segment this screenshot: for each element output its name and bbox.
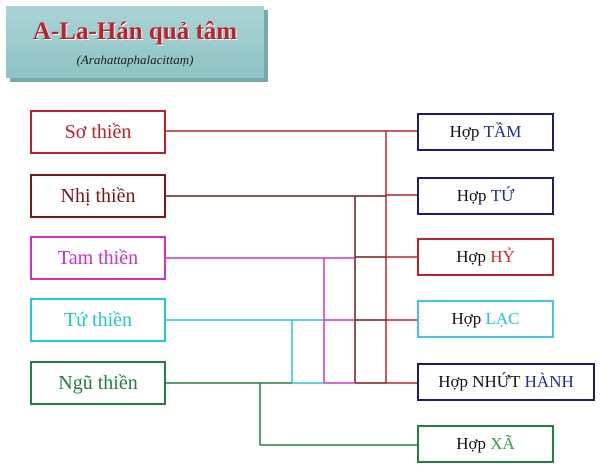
- label-tu-thien: Tứ thiền: [63, 308, 133, 331]
- connector-tu-thien: [166, 319, 324, 384]
- key-tu: TỨ: [490, 186, 515, 205]
- connector-ngu-thien: [166, 382, 417, 446]
- label-tam-thien: Tam thiền: [57, 246, 139, 269]
- page-title: A-La-Hán quả tâm: [32, 18, 238, 45]
- box-hop-xa: Hợp XÃ: [417, 425, 554, 463]
- prefix-hop-lac: Hợp: [451, 309, 482, 328]
- box-hop-tam: Hợp TẦM: [417, 113, 554, 151]
- box-nhi-thien: Nhị thiền: [30, 174, 166, 218]
- key-hanh: HÀNH: [524, 372, 574, 391]
- prefix-hop-nhut: Hợp NHỨT: [438, 372, 521, 391]
- box-ngu-thien: Ngũ thiền: [30, 361, 166, 405]
- prefix-hop-tu: Hợp: [456, 186, 487, 205]
- box-tu-thien: Tứ thiền: [30, 298, 166, 342]
- prefix-hop-xa: Hợp: [456, 434, 486, 453]
- title-banner: A-La-Hán quả tâm (Arahattaphalacittaṃ): [6, 6, 264, 78]
- key-lac: LẠC: [485, 309, 520, 328]
- prefix-hop-tam: Hợp: [449, 122, 480, 141]
- connector-nhi-thien: [166, 195, 386, 384]
- label-ngu-thien: Ngũ thiền: [58, 371, 138, 394]
- box-hop-hy: Hợp HỶ: [417, 238, 554, 276]
- label-so-thien: Sơ thiền: [64, 120, 132, 143]
- box-so-thien: Sơ thiền: [30, 110, 166, 154]
- key-xa: XÃ: [490, 434, 515, 453]
- box-hop-nhut-hanh: Hợp NHỨT HÀNH: [417, 363, 595, 401]
- key-hy: HỶ: [490, 247, 515, 266]
- box-hop-lac: Hợp LẠC: [417, 300, 554, 338]
- box-tam-thien: Tam thiền: [30, 236, 166, 280]
- prefix-hop-hy: Hợp: [456, 247, 486, 266]
- label-nhi-thien: Nhị thiền: [60, 184, 136, 207]
- box-hop-tu: Hợp TỨ: [417, 177, 554, 215]
- page-subtitle: (Arahattaphalacittaṃ): [76, 52, 194, 67]
- key-tam: TẦM: [483, 122, 522, 141]
